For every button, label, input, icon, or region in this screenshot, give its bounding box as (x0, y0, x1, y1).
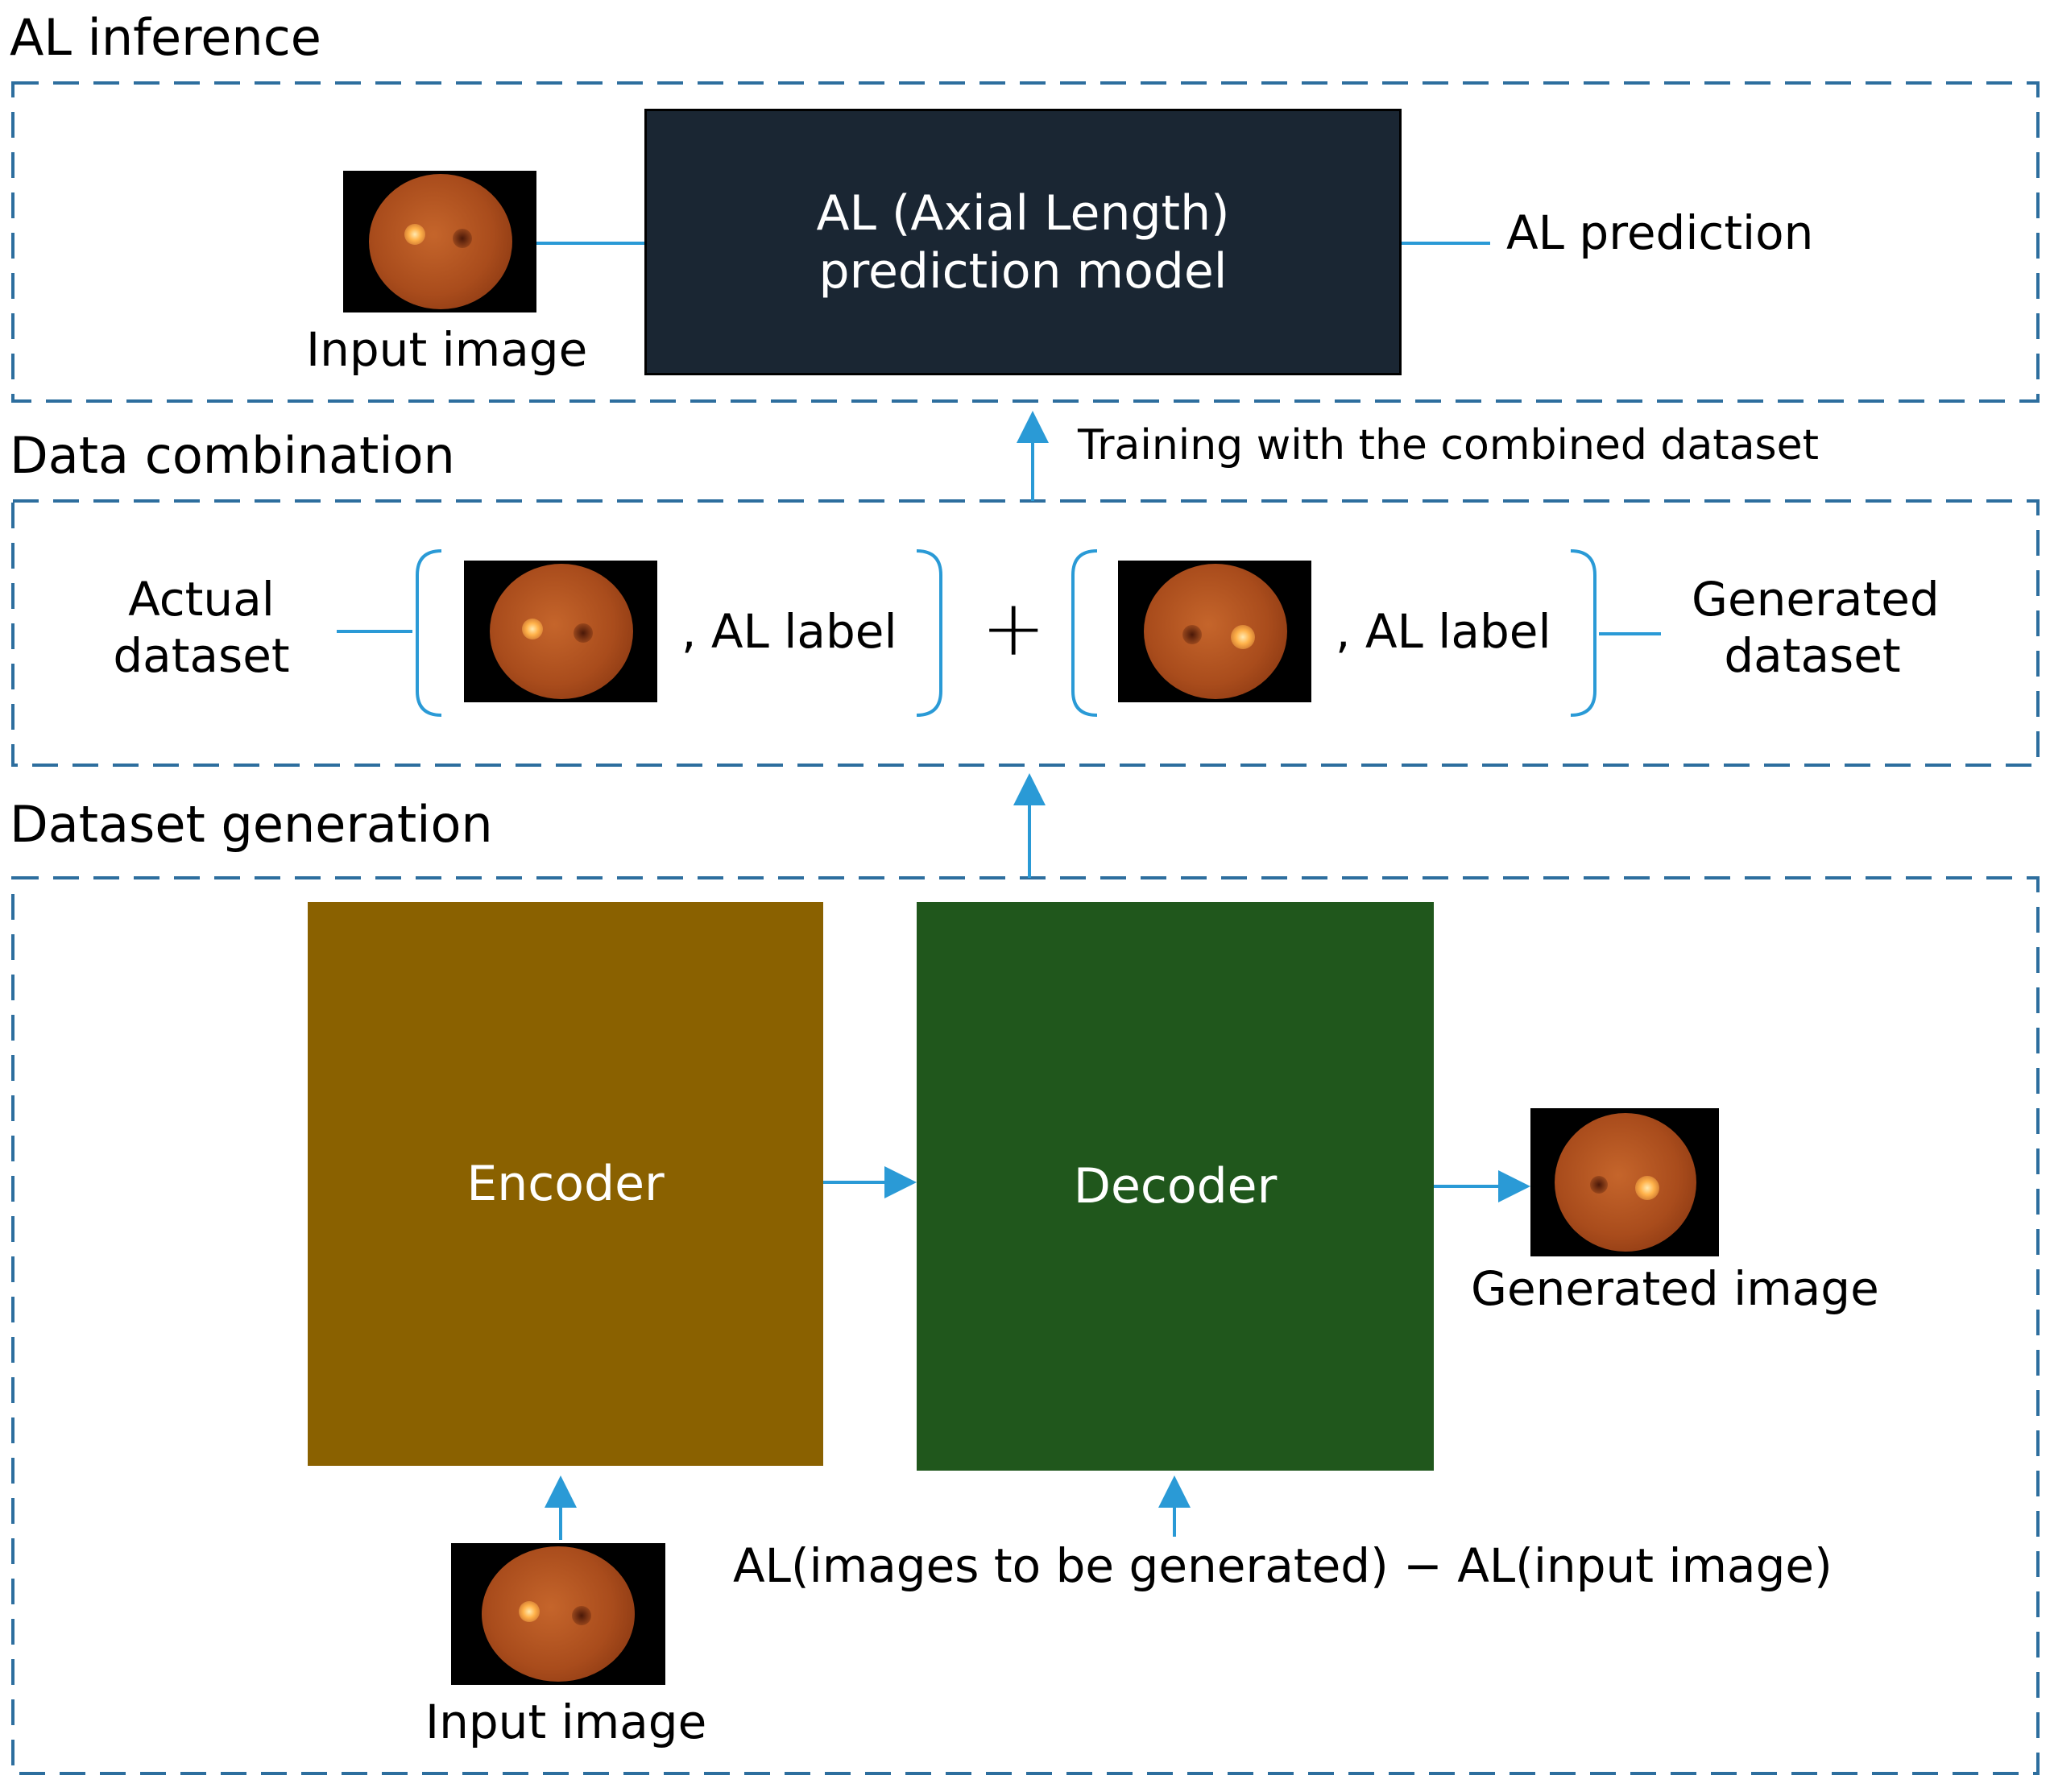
al-condition-label: AL(images to be generated) − AL(input im… (733, 1538, 1833, 1593)
generated-left-bracket (1071, 549, 1098, 717)
actual-dataset-line2: dataset (113, 627, 290, 683)
generated-output-fundus-image (1530, 1108, 1719, 1256)
generated-dataset-label: Generated dataset (1692, 572, 1940, 684)
al-prediction-label: AL prediction (1506, 205, 1814, 260)
generated-al-label: , AL label (1336, 604, 1551, 659)
generated-fundus-image (1118, 561, 1311, 702)
encoder-block: Encoder (308, 902, 823, 1466)
actual-right-bracket (916, 549, 942, 717)
plus-sign: + (981, 583, 1046, 673)
decoder-block: Decoder (917, 902, 1434, 1471)
inference-input-fundus-image (343, 171, 536, 312)
inference-section-border (11, 81, 2040, 403)
combination-section-title: Data combination (10, 426, 455, 485)
al-prediction-model-block: AL (Axial Length) prediction model (644, 109, 1402, 375)
actual-fundus-image (464, 561, 657, 702)
inference-section-title: AL inference (10, 8, 321, 67)
generated-image-label: Generated image (1471, 1261, 1879, 1316)
generated-dataset-line2: dataset (1724, 627, 1901, 683)
inference-input-label: Input image (306, 322, 588, 377)
generation-section-border (11, 876, 2040, 1775)
training-label: Training with the combined dataset (1078, 421, 1820, 470)
model-title-line2: prediction model (818, 242, 1228, 300)
generated-dataset-line1: Generated (1692, 572, 1940, 627)
combination-section-border (11, 499, 2040, 767)
actual-dataset-label: Actual dataset (113, 572, 290, 684)
generated-right-bracket (1570, 549, 1597, 717)
actual-al-label: , AL label (681, 604, 897, 659)
actual-dataset-line1: Actual (128, 572, 275, 627)
generation-section-title: Dataset generation (10, 795, 493, 854)
actual-left-bracket (416, 549, 442, 717)
generation-input-label: Input image (425, 1695, 707, 1749)
model-title-line1: AL (Axial Length) (816, 184, 1230, 242)
generation-input-fundus-image (451, 1543, 665, 1685)
